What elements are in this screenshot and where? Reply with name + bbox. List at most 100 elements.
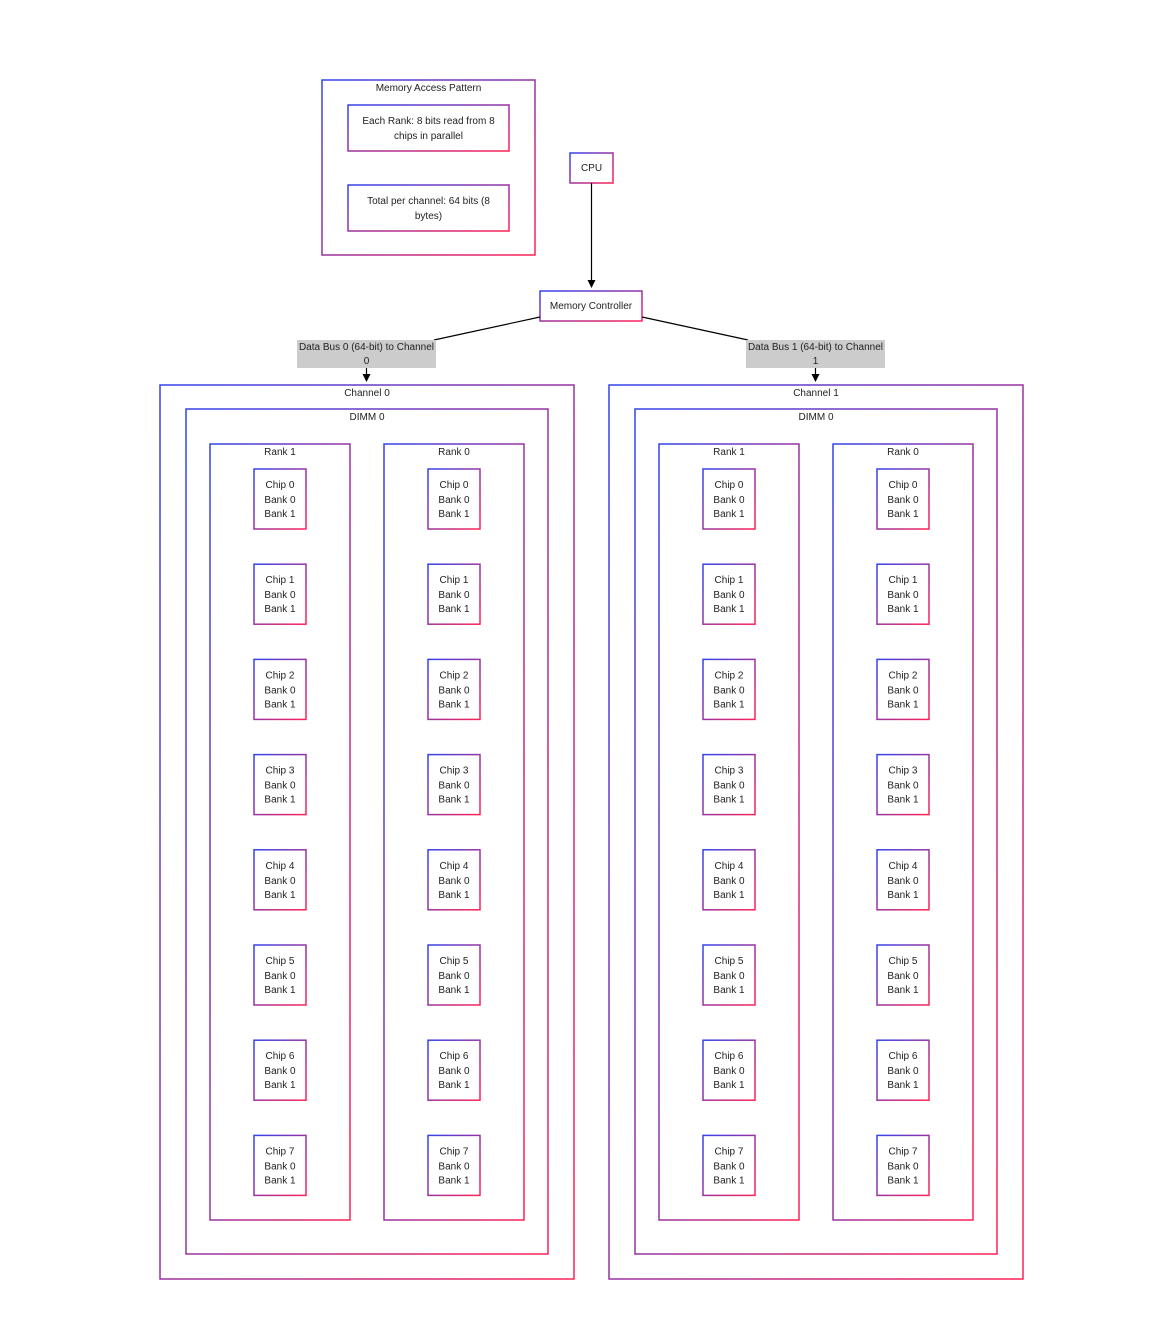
bank-1-label: Bank 1 (264, 795, 296, 806)
chip-label: Chip 6 (266, 1051, 295, 1062)
chip-box (427, 658, 481, 721)
bank-0-label: Bank 0 (438, 495, 470, 506)
bank-0-label: Bank 0 (887, 1066, 919, 1077)
memory-controller-label: Memory Controller (550, 301, 633, 312)
chip-label: Chip 6 (889, 1051, 918, 1062)
bank-0-label: Bank 0 (438, 1066, 470, 1077)
bank-0-label: Bank 0 (887, 971, 919, 982)
chip-box (876, 658, 930, 721)
chip-box (702, 563, 756, 625)
rank-box (658, 443, 800, 1221)
memory-controller-node: Memory Controller (539, 290, 643, 322)
data-bus-1-label-line-2: 1 (813, 356, 819, 367)
bank-1-label: Bank 1 (713, 985, 745, 996)
bank-0-label: Bank 0 (713, 495, 745, 506)
bank-1-label: Bank 1 (264, 985, 296, 996)
note-channel-bits: Total per channel: 64 bits (8 bytes) (347, 184, 510, 232)
rank-label: Rank 1 (713, 447, 745, 458)
bank-1-label: Bank 1 (887, 795, 919, 806)
bank-1-label: Bank 1 (887, 1175, 919, 1186)
bank-1-label: Bank 1 (887, 1080, 919, 1091)
bank-1-label: Bank 1 (887, 604, 919, 615)
chip-box (876, 1134, 930, 1197)
note-rank-bits-line-1: Each Rank: 8 bits read from 8 (362, 116, 495, 127)
bank-1-label: Bank 1 (887, 985, 919, 996)
bank-0-label: Bank 0 (438, 876, 470, 887)
chip-box (427, 849, 481, 911)
bank-1-label: Bank 1 (264, 604, 296, 615)
bank-1-label: Bank 1 (438, 985, 470, 996)
chip-label: Chip 3 (266, 766, 295, 777)
chip-box (253, 563, 307, 625)
bank-0-label: Bank 0 (713, 876, 745, 887)
bank-1-label: Bank 1 (264, 509, 296, 520)
cpu-label: CPU (581, 163, 602, 174)
chip-box (876, 468, 930, 530)
cpu-node: CPU (569, 152, 614, 184)
bank-1-label: Bank 1 (713, 1175, 745, 1186)
bank-1-label: Bank 1 (713, 890, 745, 901)
chip-label: Chip 5 (266, 956, 295, 967)
dimm-box (185, 408, 549, 1255)
chip-label: Chip 0 (889, 480, 918, 491)
rank-label: Rank 0 (438, 447, 470, 458)
data-bus-0-label-bg (297, 340, 436, 368)
bank-0-label: Bank 0 (887, 876, 919, 887)
chip-label: Chip 2 (266, 670, 295, 681)
chip-label: Chip 5 (440, 956, 469, 967)
chip-label: Chip 2 (440, 670, 469, 681)
chip-box (702, 944, 756, 1006)
channel-1-label: Channel 1 (793, 388, 839, 399)
note-channel-bits-line-2: bytes) (415, 211, 442, 222)
chip-box (702, 1134, 756, 1197)
bank-0-label: Bank 0 (438, 1161, 470, 1172)
chip-box (702, 658, 756, 721)
bank-1-label: Bank 1 (713, 1080, 745, 1091)
rank-box (209, 443, 351, 1221)
bank-0-label: Bank 0 (264, 495, 296, 506)
bank-1-label: Bank 1 (438, 890, 470, 901)
bank-1-label: Bank 1 (438, 509, 470, 520)
bank-1-label: Bank 1 (264, 1175, 296, 1186)
chip-label: Chip 2 (715, 670, 744, 681)
rank-box (383, 443, 525, 1221)
bank-1-label: Bank 1 (264, 699, 296, 710)
rank-box (832, 443, 974, 1221)
chip-box (702, 753, 756, 816)
bank-0-label: Bank 0 (887, 495, 919, 506)
chip-label: Chip 7 (889, 1146, 918, 1157)
chip-label: Chip 7 (440, 1146, 469, 1157)
rank-label: Rank 1 (264, 447, 296, 458)
note-rank-bits: Each Rank: 8 bits read from 8 chips in p… (347, 104, 510, 152)
chip-box (876, 1039, 930, 1101)
bank-1-label: Bank 1 (887, 890, 919, 901)
bank-0-label: Bank 0 (264, 971, 296, 982)
bank-0-label: Bank 0 (887, 685, 919, 696)
chip-label: Chip 3 (440, 766, 469, 777)
note-rank-bits-line-2: chips in parallel (394, 131, 463, 142)
channel-0-box (159, 384, 575, 1280)
panel-title: Memory Access Pattern (376, 83, 482, 94)
chip-box (427, 1039, 481, 1101)
chip-box (253, 753, 307, 816)
bank-0-label: Bank 0 (713, 590, 745, 601)
bank-0-label: Bank 0 (713, 685, 745, 696)
